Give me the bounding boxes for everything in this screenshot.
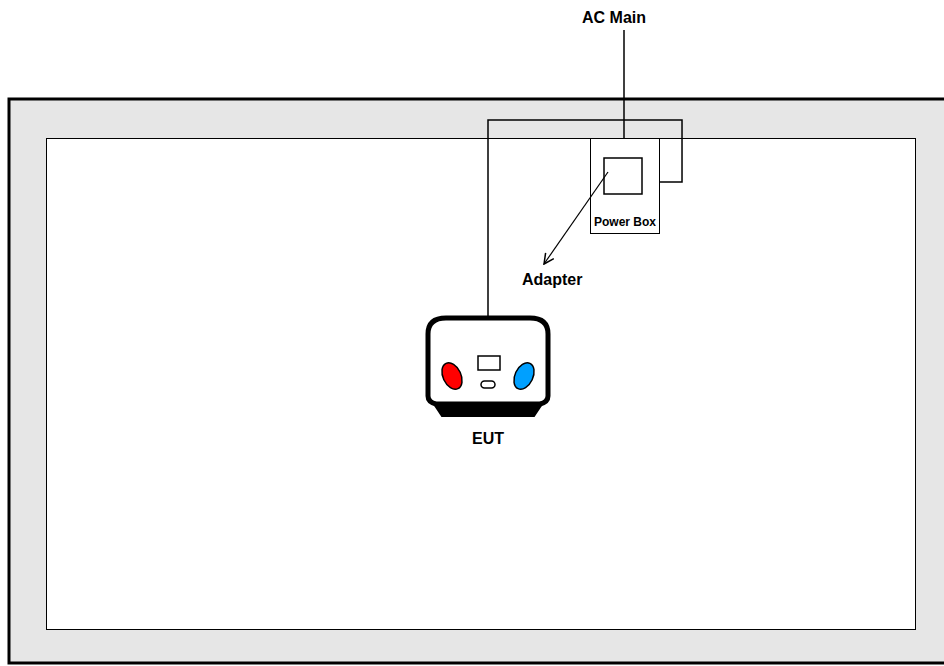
eut-icon <box>428 318 548 416</box>
mains-label: AC Main <box>582 9 646 27</box>
table-top <box>47 139 916 630</box>
test-table <box>9 99 944 663</box>
node-label: Power Box <box>591 216 659 230</box>
power-box: Power Box <box>590 138 660 234</box>
leader-line <box>544 172 608 264</box>
eut-unit: EUT <box>424 316 552 448</box>
node-label: EUT <box>424 430 552 448</box>
cable <box>488 120 682 316</box>
adapter-symbol <box>604 158 642 194</box>
adapter-label: Adapter <box>522 271 582 289</box>
